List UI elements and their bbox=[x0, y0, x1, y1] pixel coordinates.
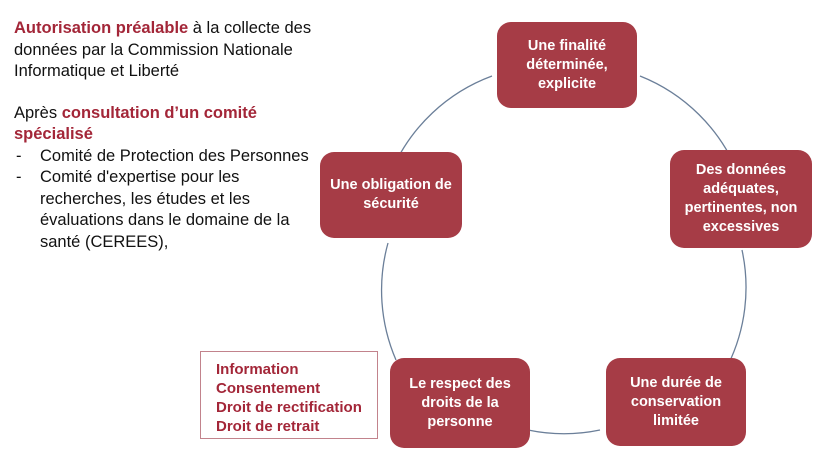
connector-duree-to-respect bbox=[527, 429, 601, 435]
cycle-node-finalite[interactable]: Une finalité déterminée, explicite bbox=[497, 22, 637, 108]
rights-line-retrait: Droit de retrait bbox=[216, 418, 320, 435]
accent-consultation-comite: consultation d’un comité spécialisé bbox=[14, 103, 257, 144]
cycle-node-donnees-label: Des données adéquates, pertinentes, non … bbox=[684, 162, 798, 235]
paragraph-consultation: Après consultation d’un comité spécialis… bbox=[14, 103, 314, 146]
list-item: - Comité d'expertise pour les recherches… bbox=[14, 167, 314, 253]
rights-line-rectification: Droit de rectification bbox=[216, 399, 362, 416]
paragraph-consultation-prefix: Après bbox=[14, 103, 62, 122]
paragraph-autorisation-rest: à la collecte des données par la Commiss… bbox=[14, 19, 312, 80]
rights-line-information: Information bbox=[216, 361, 299, 378]
bullet-dash-icon: - bbox=[16, 146, 22, 165]
cycle-node-duree-label: Une durée de conservation limitée bbox=[630, 374, 722, 429]
rights-line-consentement: Consentement bbox=[216, 380, 321, 397]
cycle-node-donnees-adequates[interactable]: Des données adéquates, pertinentes, non … bbox=[670, 150, 812, 248]
list-item: - Comité de Protection des Personnes bbox=[14, 146, 314, 168]
bullet-dash-icon: - bbox=[16, 168, 22, 186]
cycle-node-securite-label: Une obligation de sécurité bbox=[330, 177, 452, 212]
paragraph-spacer bbox=[14, 83, 314, 103]
rights-callout-box: Information Consentement Droit de rectif… bbox=[200, 351, 378, 439]
cycle-node-duree-conservation[interactable]: Une durée de conservation limitée bbox=[606, 358, 746, 446]
committee-bullet-list: - Comité de Protection des Personnes - C… bbox=[14, 146, 314, 254]
connector-respect-to-securite bbox=[380, 242, 397, 361]
list-item-label: Comité de Protection des Personnes bbox=[40, 146, 309, 165]
connector-donnees-to-duree bbox=[727, 249, 747, 366]
cycle-node-obligation-securite[interactable]: Une obligation de sécurité bbox=[320, 152, 462, 238]
cycle-node-respect-label: Le respect des droits de la personne bbox=[409, 375, 511, 430]
cycle-node-finalite-label: Une finalité déterminée, explicite bbox=[526, 37, 608, 92]
cycle-diagram: Une finalité déterminée, explicite Des d… bbox=[300, 0, 833, 455]
list-item-label: Comité d'expertise pour les recherches, … bbox=[40, 168, 290, 251]
cycle-node-respect-droits[interactable]: Le respect des droits de la personne bbox=[390, 358, 530, 448]
accent-autorisation-prealable: Autorisation préalable bbox=[14, 19, 189, 37]
left-text-column: Autorisation préalable à la collecte des… bbox=[14, 18, 314, 253]
paragraph-autorisation: Autorisation préalable à la collecte des… bbox=[14, 18, 314, 83]
